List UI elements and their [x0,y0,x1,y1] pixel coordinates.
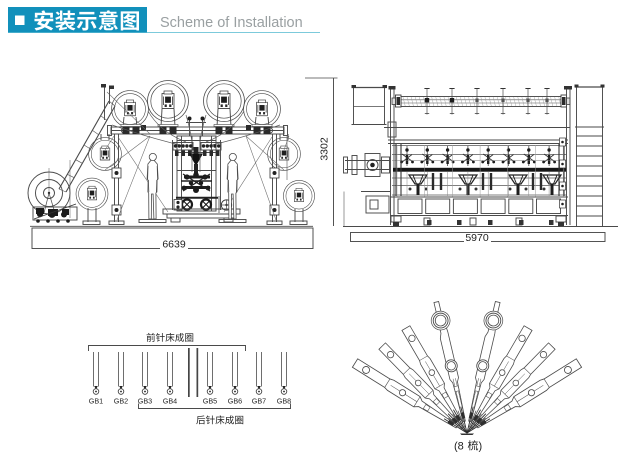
svg-text:5970: 5970 [465,232,489,244]
svg-text:GB6: GB6 [228,397,242,406]
svg-text:GB4: GB4 [163,397,177,406]
svg-text:GB5: GB5 [203,397,217,406]
svg-text:6639: 6639 [162,239,186,251]
svg-text:GB2: GB2 [114,397,128,406]
svg-text:): ) [479,441,483,453]
svg-text:(8: (8 [454,441,464,453]
svg-text:GB7: GB7 [252,397,266,406]
svg-text:GB3: GB3 [138,397,152,406]
svg-text:Scheme of Installation: Scheme of Installation [160,15,303,31]
svg-text:GB1: GB1 [89,397,103,406]
svg-text:3302: 3302 [319,137,331,161]
svg-text:GB8: GB8 [277,397,291,406]
